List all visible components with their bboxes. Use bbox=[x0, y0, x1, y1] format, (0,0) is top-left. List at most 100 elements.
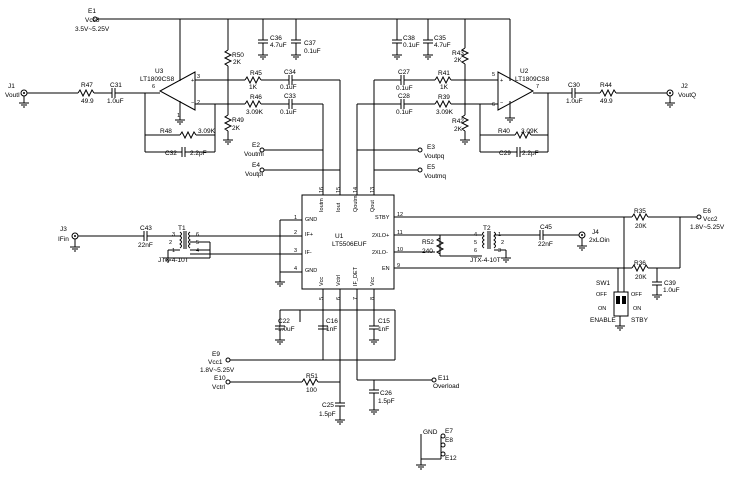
c30-ref: C30 bbox=[568, 82, 580, 89]
c45-ref: C45 bbox=[540, 224, 552, 231]
c37-ref: C37 bbox=[304, 40, 316, 47]
e9-name: Vcc1 bbox=[208, 359, 223, 366]
u1-pin-vcc-8: Vcc bbox=[370, 277, 376, 286]
r51-resistor bbox=[301, 377, 319, 387]
u1-pinnum: 9 bbox=[397, 263, 400, 269]
u1-pinnum: 1 bbox=[294, 215, 297, 221]
t2-pinnum: 3 bbox=[498, 248, 501, 254]
r44-ref: R44 bbox=[600, 82, 612, 89]
r36-resistor bbox=[631, 263, 649, 273]
r45-ref: R45 bbox=[250, 70, 262, 77]
c38-capacitor bbox=[392, 39, 402, 44]
c27-val: 0.1uF bbox=[396, 85, 413, 92]
j3-name: IFin bbox=[58, 236, 69, 243]
e3-terminal bbox=[417, 147, 423, 153]
j2-ref: J2 bbox=[681, 83, 688, 90]
e7-ref: E7 bbox=[445, 428, 453, 435]
j4-ref: J4 bbox=[592, 229, 599, 236]
u1-pinnum: 4 bbox=[294, 266, 297, 272]
r52-ref: R52 bbox=[422, 239, 434, 246]
r48-ref: R48 bbox=[160, 128, 172, 135]
r40-ref: R40 bbox=[498, 128, 510, 135]
t2-part: JTX-4-10T bbox=[470, 257, 501, 264]
j1-name: VoutI bbox=[5, 92, 20, 99]
c33-ref: C33 bbox=[284, 93, 296, 100]
u1-pinnum: 16 bbox=[319, 187, 325, 193]
u1-pinnum: 6 bbox=[336, 297, 342, 300]
c32-capacitor bbox=[181, 147, 186, 157]
t1-pinnum: 3 bbox=[172, 232, 175, 238]
r46-val: 3.09K bbox=[246, 109, 264, 116]
r40-val: 3.09K bbox=[521, 128, 539, 135]
r41-resistor bbox=[434, 75, 452, 85]
r35-resistor bbox=[631, 212, 649, 222]
r39-resistor bbox=[434, 99, 452, 109]
c33-val: 0.1uF bbox=[280, 109, 297, 116]
u3-opamp: + − 3 2 6 1 U3 LT1809CS8 bbox=[140, 68, 200, 119]
u1-part: LT5506EUF bbox=[332, 241, 367, 248]
u2-opamp: + − 5 6 7 U2 LT1809CS8 bbox=[492, 68, 550, 111]
r44-resistor bbox=[599, 88, 617, 98]
r45-resistor bbox=[244, 75, 262, 85]
c39-capacitor bbox=[652, 281, 662, 286]
r48-resistor bbox=[179, 130, 197, 140]
u1-pinnum: 5 bbox=[319, 297, 325, 300]
u1-pinnum: 11 bbox=[397, 230, 403, 236]
c43-capacitor bbox=[143, 231, 148, 241]
sw1-on-label: ON bbox=[633, 306, 641, 312]
u1-ref: U1 bbox=[335, 233, 344, 240]
r43-ref: R43 bbox=[452, 50, 464, 57]
c39-val: 1.0uF bbox=[663, 287, 680, 294]
e2-ref: E2 bbox=[252, 142, 260, 149]
r36-val: 20K bbox=[635, 274, 647, 281]
c31-capacitor bbox=[111, 88, 116, 98]
c37-val: 0.1uF bbox=[304, 48, 321, 55]
c29-capacitor bbox=[516, 147, 521, 157]
sw1-switch[interactable]: SW1 OFF ON OFF ON ENABLE STBY bbox=[590, 280, 649, 324]
t2-pinnum: 4 bbox=[474, 232, 477, 238]
r51-ref: R51 bbox=[306, 373, 318, 380]
e11-name: Overload bbox=[433, 383, 460, 390]
u3-pinnum: 3 bbox=[197, 74, 200, 80]
r47-val: 49.9 bbox=[81, 98, 94, 105]
r50-val: 2K bbox=[233, 59, 242, 66]
c25-capacitor bbox=[335, 402, 345, 407]
c45-val: 22nF bbox=[538, 241, 553, 248]
u3-pinnum: 1 bbox=[177, 113, 180, 119]
c30-capacitor bbox=[571, 88, 576, 98]
e4-ref: E4 bbox=[252, 162, 260, 169]
r35-ref: R35 bbox=[634, 208, 646, 215]
u1-pinnum: 2 bbox=[294, 230, 297, 236]
u3-ref: U3 bbox=[155, 68, 164, 75]
j4-name: 2xLOin bbox=[589, 237, 610, 244]
t2-transformer: T2 4 5 6 1 3 2 JTX-4-10T bbox=[470, 225, 504, 264]
c30-val: 1.0uF bbox=[566, 98, 583, 105]
sw1-on-label: ON bbox=[598, 306, 606, 312]
t2-ref: T2 bbox=[483, 225, 491, 232]
r39-ref: R39 bbox=[438, 94, 450, 101]
t1-pinnum: 6 bbox=[196, 232, 199, 238]
gnd-terminals: GND E7 E8 E12 bbox=[415, 428, 457, 470]
c36-ref: C36 bbox=[270, 35, 282, 42]
u1-pin-gnd-4: GND bbox=[305, 268, 317, 274]
c22-ref: C22 bbox=[278, 318, 290, 325]
u1-pin-ifp: IF+ bbox=[305, 232, 313, 238]
u1-pin-qoutm: Qoutm bbox=[353, 195, 359, 212]
u1-pin-ifdet: IF_DET bbox=[353, 266, 359, 286]
e11-terminal bbox=[431, 377, 437, 383]
gnd-label: GND bbox=[423, 429, 438, 436]
r47-resistor bbox=[77, 88, 95, 98]
sw1-off-label: OFF bbox=[596, 292, 608, 298]
c25-ref: C25 bbox=[322, 402, 334, 409]
r44-val: 49.9 bbox=[600, 98, 613, 105]
u1-pinnum: 10 bbox=[397, 247, 403, 253]
u1-pinnum: 8 bbox=[370, 297, 376, 300]
svg-text:+: + bbox=[191, 78, 194, 84]
u1-pin-2xlop: 2XLO+ bbox=[372, 233, 389, 239]
r51-val: 100 bbox=[306, 387, 317, 394]
e3-name: Voutpq bbox=[424, 153, 445, 160]
r48-val: 3.09K bbox=[198, 128, 216, 135]
sw1-enable-label: ENABLE bbox=[590, 317, 616, 324]
u1-pin-qout: Qout bbox=[370, 200, 376, 212]
e10-name: Vctrl bbox=[212, 384, 226, 391]
